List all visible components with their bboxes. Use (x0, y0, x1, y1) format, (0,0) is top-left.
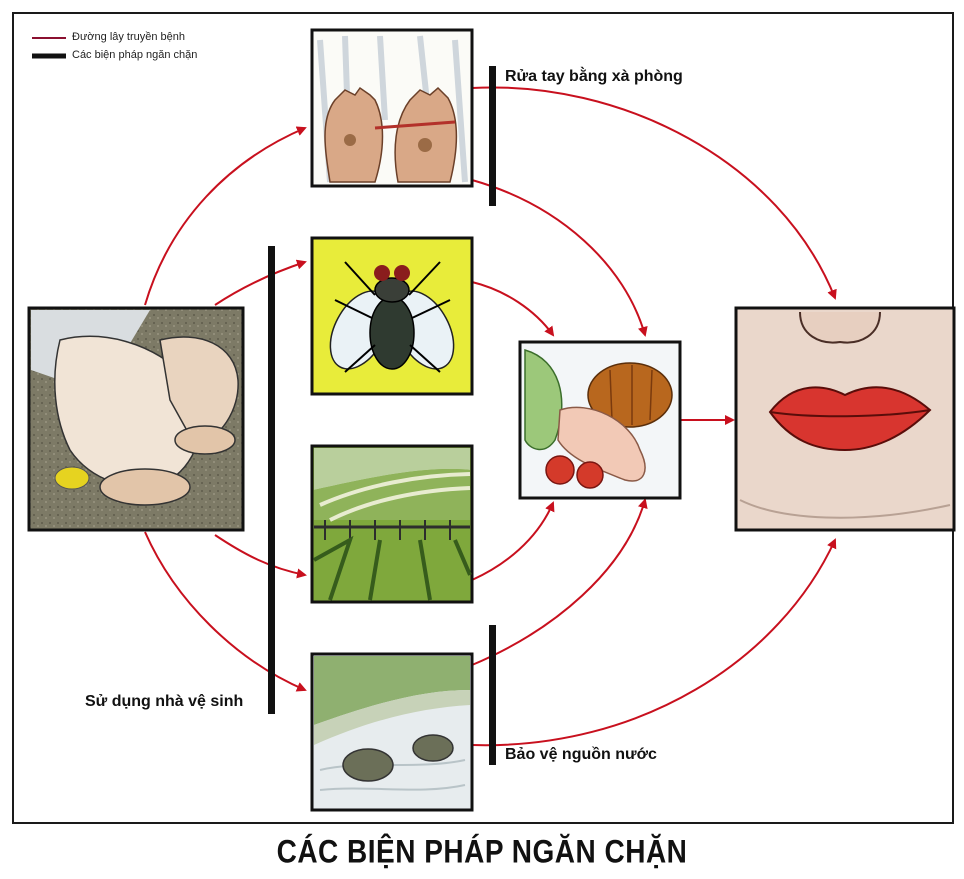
label-toilet: Sử dụng nhà vệ sinh (85, 693, 243, 711)
arrow-feces-to-fly (215, 262, 305, 305)
barrier-toilet (268, 246, 275, 714)
arrow-feces-to-hands (145, 128, 305, 305)
panel-fly (312, 238, 472, 394)
panel-hands (312, 30, 472, 186)
barrier-water (489, 625, 496, 765)
panel-mouth (736, 308, 954, 530)
panel-water (312, 654, 472, 810)
label-water: Bảo vệ nguồn nước (505, 746, 657, 764)
label-handwash: Rửa tay bằng xà phòng (505, 68, 683, 86)
arrow-field-to-food (472, 503, 553, 580)
barrier-handwash (489, 66, 496, 206)
arrow-hands-to-mouth (472, 87, 835, 298)
arrow-hands-to-food (472, 180, 645, 335)
arrow-water-to-food (472, 500, 645, 665)
arrow-fly-to-food (472, 282, 553, 335)
panel-open-defecation (29, 308, 243, 530)
legend-transmission-label: Đường lây truyền bệnh (72, 31, 185, 43)
arrow-feces-to-field (215, 535, 305, 575)
legend (32, 38, 66, 56)
panel-field (312, 446, 472, 602)
page-title: CÁC BIỆN PHÁP NGĂN CHẶN (0, 834, 964, 871)
arrow-feces-to-water (145, 532, 305, 690)
arrow-water-to-mouth (472, 540, 835, 745)
legend-barrier-label: Các biện pháp ngăn chặn (72, 49, 197, 61)
panel-food (520, 342, 680, 498)
